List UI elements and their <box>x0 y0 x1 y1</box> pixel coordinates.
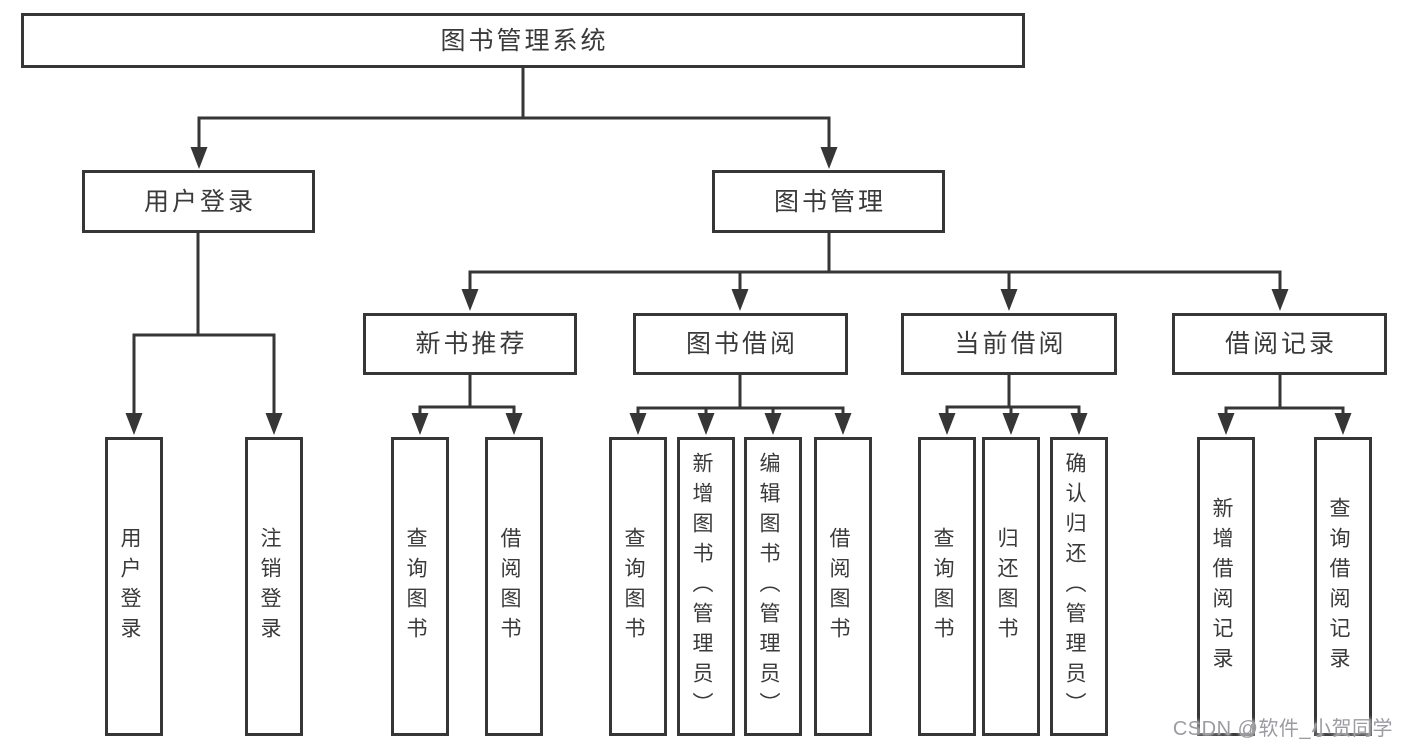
leaf-query-books-borrow-label: 查询图书 <box>622 526 645 647</box>
leaf-confirm-return-admin-label: 确认归还（管理员） <box>1063 451 1086 722</box>
node-new-book-recommend-label: 新书推荐 <box>415 330 528 358</box>
leaf-query-books-current-label: 查询图书 <box>931 526 954 647</box>
leaf-add-book-admin: 新增图书（管理员） <box>677 437 735 736</box>
leaf-confirm-return-admin: 确认归还（管理员） <box>1050 437 1108 736</box>
leaf-add-book-admin-label: 新增图书（管理员） <box>690 451 713 722</box>
node-borrow-records-label: 借阅记录 <box>1224 330 1337 358</box>
leaf-logout-label: 注销登录 <box>258 526 281 647</box>
leaf-borrow-books: 借阅图书 <box>814 437 872 736</box>
leaf-borrow-books-label: 借阅图书 <box>827 526 850 647</box>
watermark: CSDN @软件_小贺同学 <box>1172 718 1393 740</box>
node-book-borrow: 图书借阅 <box>633 313 848 375</box>
node-root: 图书管理系统 <box>21 13 1025 68</box>
leaf-query-borrow-record: 查询借阅记录 <box>1314 437 1372 736</box>
leaf-query-books-borrow: 查询图书 <box>609 437 667 736</box>
node-new-book-recommend: 新书推荐 <box>363 313 577 375</box>
leaf-query-books-recommend: 查询图书 <box>391 437 449 736</box>
leaf-add-borrow-record-label: 新增借阅记录 <box>1210 496 1233 677</box>
leaf-borrow-books-recommend-label: 借阅图书 <box>498 526 521 647</box>
node-borrow-records: 借阅记录 <box>1172 313 1387 375</box>
node-user-login-label: 用户登录 <box>143 187 256 216</box>
leaf-logout: 注销登录 <box>245 437 303 736</box>
node-user-login: 用户登录 <box>82 170 315 233</box>
node-book-management: 图书管理 <box>712 170 945 233</box>
leaf-user-login: 用户登录 <box>105 437 163 736</box>
leaf-user-login-label: 用户登录 <box>118 526 141 647</box>
node-current-borrow-label: 当前借阅 <box>954 330 1067 358</box>
leaf-return-book: 归还图书 <box>982 437 1040 736</box>
leaf-edit-book-admin: 编辑图书（管理员） <box>744 437 802 736</box>
node-book-borrow-label: 图书借阅 <box>685 330 798 358</box>
leaf-query-books-current: 查询图书 <box>918 437 976 736</box>
leaf-add-borrow-record: 新增借阅记录 <box>1197 437 1255 736</box>
node-current-borrow: 当前借阅 <box>901 313 1117 375</box>
leaf-borrow-books-recommend: 借阅图书 <box>485 437 543 736</box>
node-book-management-label: 图书管理 <box>773 187 886 216</box>
node-root-label: 图书管理系统 <box>440 26 609 55</box>
leaf-query-books-recommend-label: 查询图书 <box>404 526 427 647</box>
leaf-edit-book-admin-label: 编辑图书（管理员） <box>757 451 780 722</box>
leaf-query-borrow-record-label: 查询借阅记录 <box>1327 496 1350 677</box>
leaf-return-book-label: 归还图书 <box>995 526 1018 647</box>
